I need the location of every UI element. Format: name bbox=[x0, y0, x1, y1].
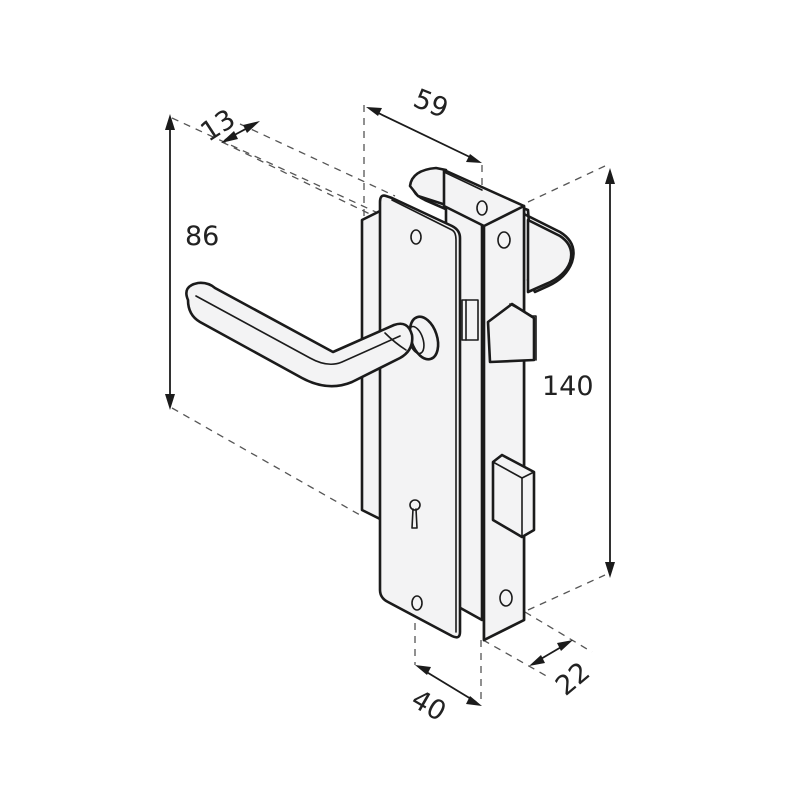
dimension-label-22: 22 bbox=[550, 656, 596, 702]
dimension-86: 86 bbox=[165, 114, 219, 410]
dimension-label-59: 59 bbox=[409, 83, 452, 125]
dimension-59: 59 bbox=[366, 83, 482, 163]
dimension-label-86: 86 bbox=[185, 221, 219, 252]
dimension-label-40: 40 bbox=[406, 684, 451, 728]
dimension-22: 22 bbox=[529, 640, 596, 702]
dimension-40: 40 bbox=[406, 665, 482, 728]
screw-hole-top bbox=[410, 229, 422, 245]
forend-screw-hole-top bbox=[497, 231, 511, 249]
forend-screw-hole-bottom bbox=[499, 589, 513, 607]
lever-handle bbox=[185, 281, 440, 388]
dimension-13: 13 bbox=[195, 104, 260, 149]
latch-bolt bbox=[486, 302, 537, 364]
keyhole-icon bbox=[409, 499, 421, 529]
forend-screw-top bbox=[476, 200, 488, 216]
backplate bbox=[378, 194, 462, 639]
screw-hole-bottom bbox=[411, 595, 423, 611]
dimension-140: 140 bbox=[542, 168, 615, 578]
dimension-label-13: 13 bbox=[195, 104, 241, 149]
dead-bolt bbox=[491, 453, 536, 539]
dimension-label-140: 140 bbox=[542, 371, 594, 402]
